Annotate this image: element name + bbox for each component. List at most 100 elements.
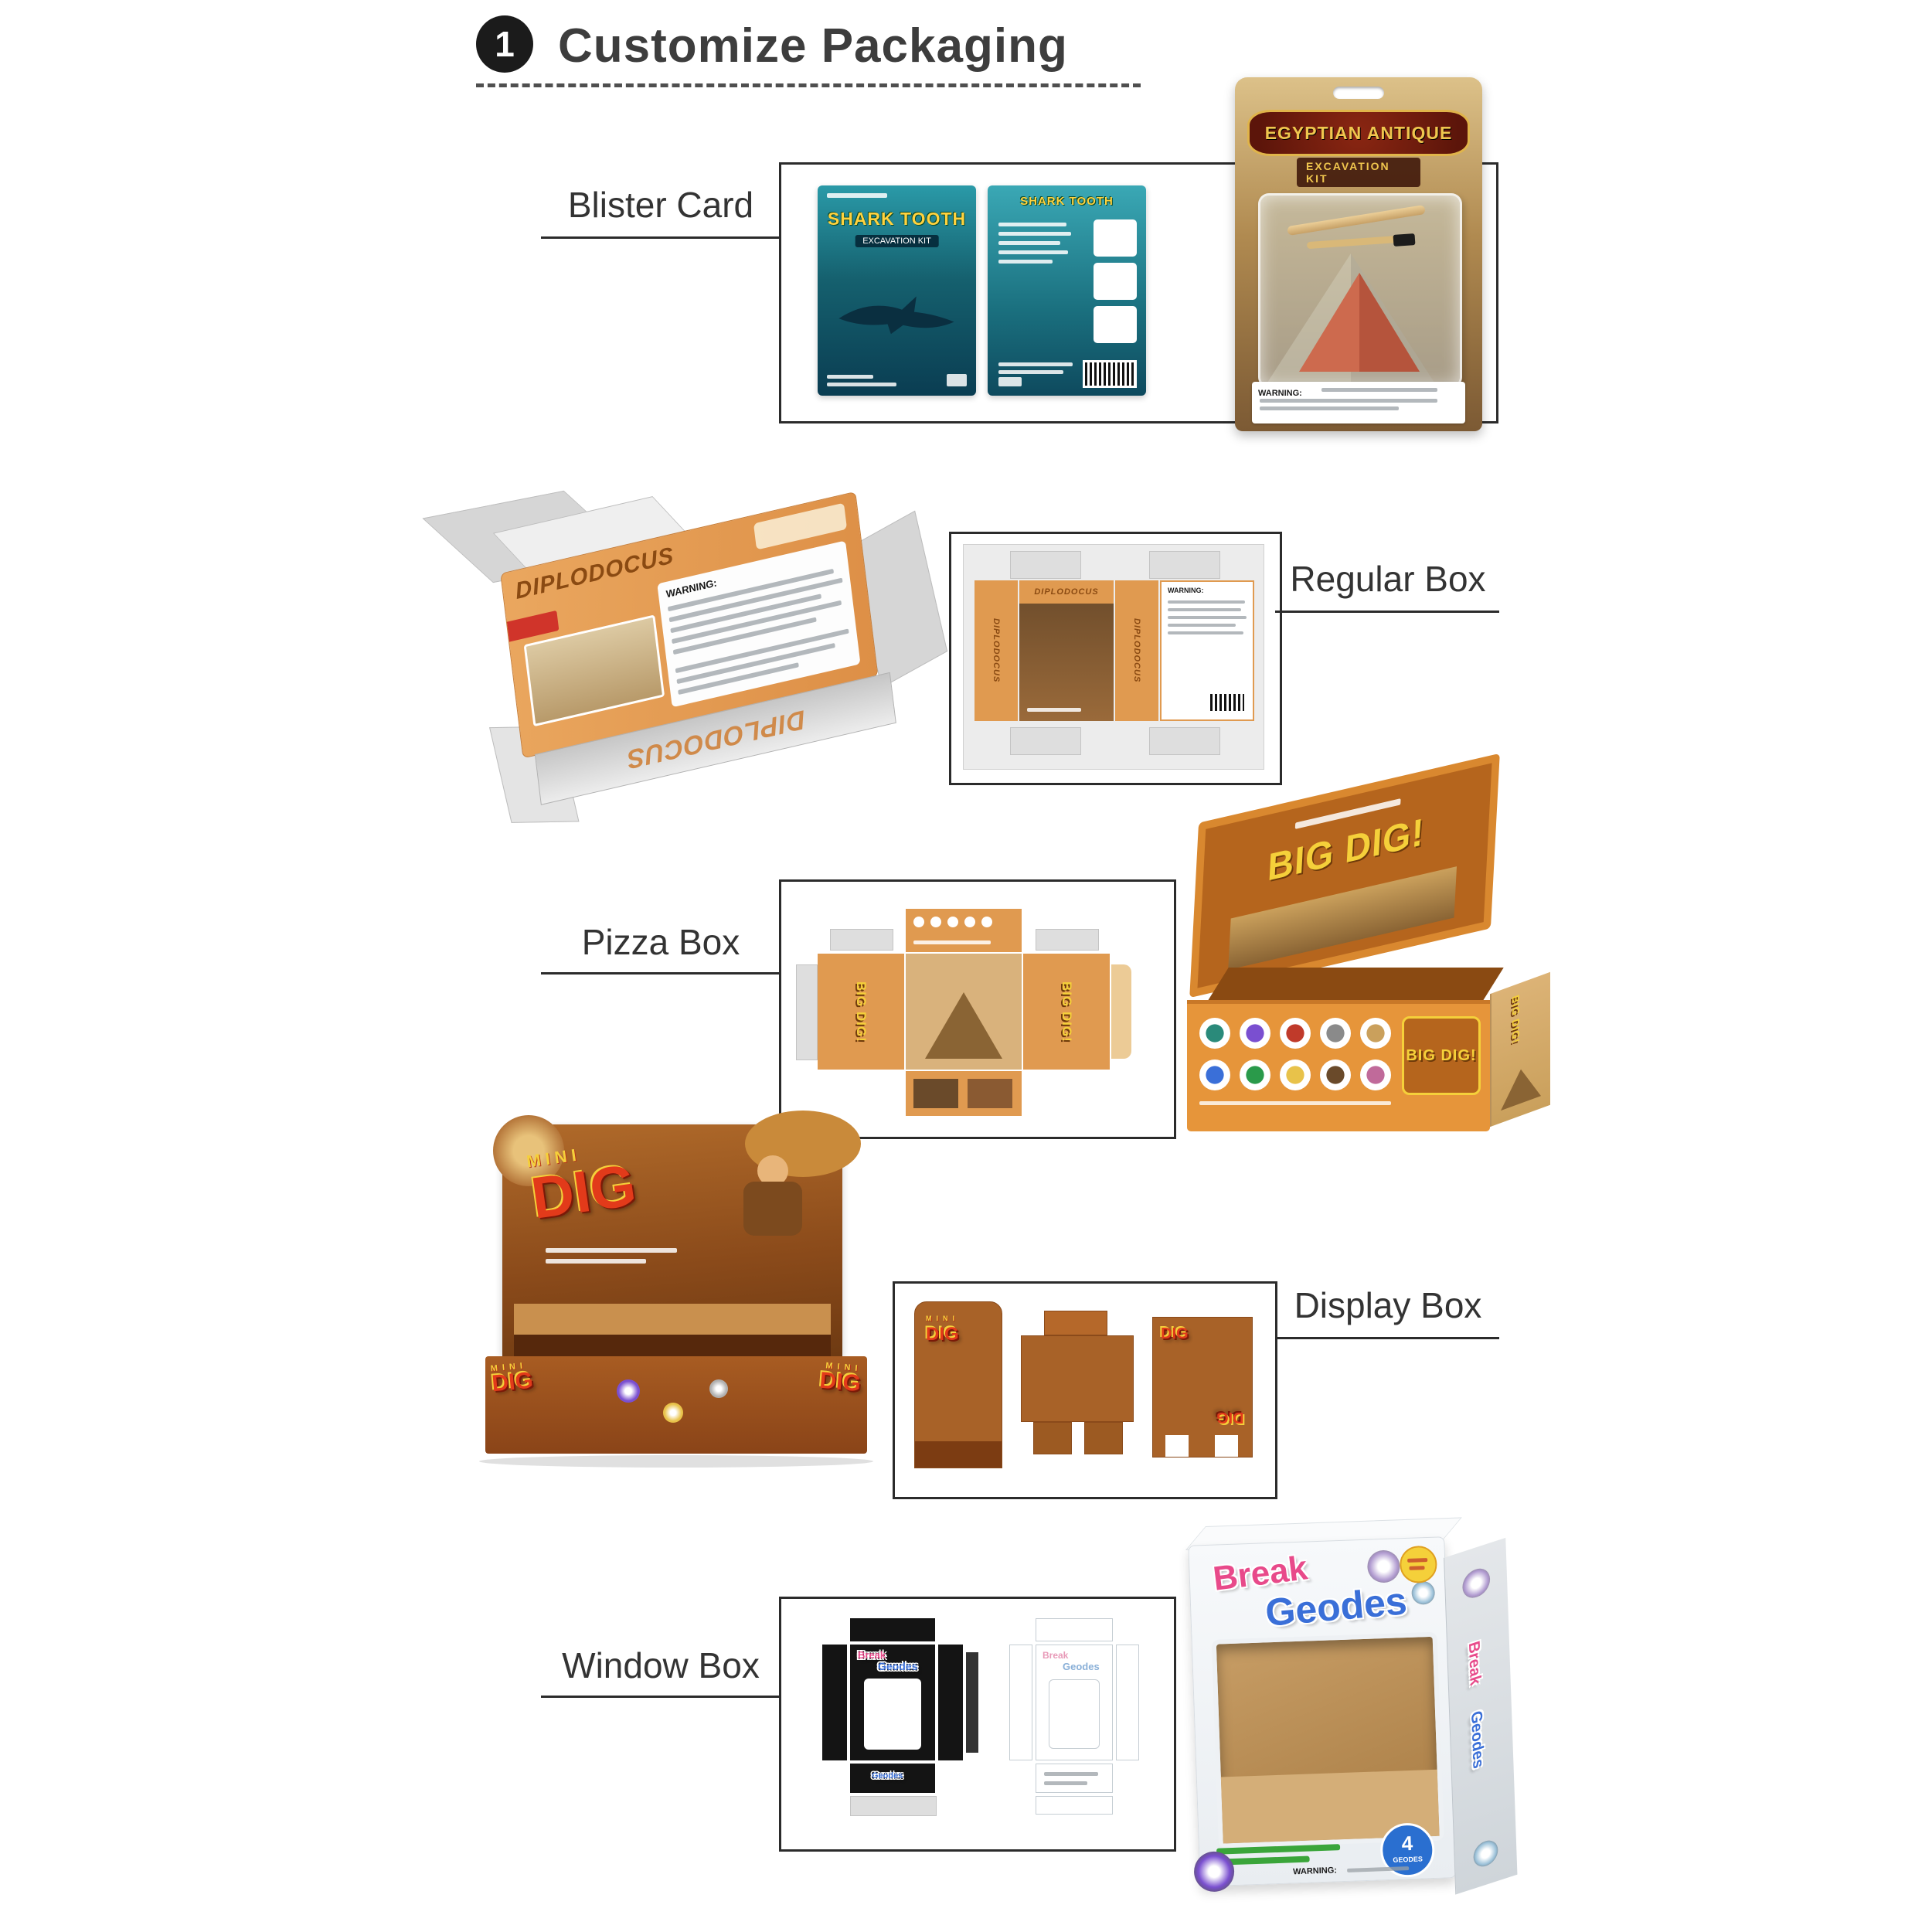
text-line-placeholder	[998, 223, 1066, 226]
text-line-placeholder	[1044, 1772, 1098, 1776]
shark-card-back-title: SHARK TOOTH	[1020, 195, 1114, 208]
dieline-bottom-panel	[1036, 1764, 1113, 1793]
dieline-flap	[1149, 551, 1220, 579]
dieline-side-panel	[822, 1645, 847, 1760]
window-box-front-face: Break Geodes 4 GEODES WARNING:	[1188, 1536, 1457, 1893]
mini-dig-logo-right: MINI DIG	[818, 1361, 862, 1396]
geode-count-label: GEODES	[1393, 1855, 1423, 1864]
window-cutout	[864, 1679, 921, 1750]
mini-dig-logo-main: DIG	[491, 1367, 535, 1397]
brush-tip	[1393, 233, 1416, 247]
digging-tool	[1287, 204, 1426, 236]
shadow	[479, 1455, 873, 1468]
dieline-side-panel: DIPLODOCUS	[975, 580, 1018, 721]
warning-label: WARNING:	[1168, 587, 1204, 594]
dieline-lid-panel: BIG DIG!	[818, 954, 904, 1070]
ce-mark-placeholder	[998, 377, 1022, 386]
dieline-side-panel: DIPLODOCUS	[1115, 580, 1158, 721]
dieline-front-panel: Break Geodes	[850, 1645, 935, 1760]
dieline-top-panel	[906, 909, 1022, 952]
text-line-placeholder	[1168, 624, 1236, 627]
character-head-art	[757, 1155, 788, 1186]
geodes-logo: Geodes	[878, 1660, 918, 1672]
specimen-icon	[1199, 1060, 1230, 1090]
brush-handle	[1306, 235, 1400, 250]
gem-art	[617, 1379, 640, 1403]
dieline-center-panel	[906, 954, 1022, 1070]
pizza-box-leader-line	[541, 972, 781, 975]
section-label-pizza-box: Pizza Box	[581, 922, 740, 962]
diplodocus-logo-small: DIPLODOCUS	[1034, 587, 1099, 597]
geodes-logo-light: Geodes	[1063, 1661, 1100, 1672]
geode-count: 4	[1401, 1831, 1413, 1855]
instruction-step-image	[1094, 306, 1137, 343]
specimen-dot	[913, 917, 924, 927]
regular-box-leader-line	[1275, 611, 1499, 613]
break-logo-vertical: Break	[1465, 1639, 1484, 1688]
dieline-back-panel: WARNING:	[1160, 580, 1254, 721]
big-dig-logo-vertical: BIG DIG!	[1510, 993, 1522, 1046]
character-body-art	[743, 1182, 802, 1236]
gem-art	[709, 1379, 728, 1398]
break-logo: Break	[858, 1649, 886, 1661]
dieline-bottom-panel: Geodes	[850, 1764, 935, 1793]
mini-dig-logo-top: MINI	[926, 1315, 959, 1322]
photo-placeholder	[968, 1079, 1012, 1108]
clear-blister-bubble	[1258, 193, 1462, 388]
text-line-placeholder	[998, 232, 1071, 236]
dieline-front-panel: DIPLODOCUS	[1019, 580, 1114, 721]
dieline-front-panel: Break Geodes	[1036, 1645, 1113, 1760]
specimen-icon	[1280, 1060, 1311, 1090]
shark-card-subtitle: EXCAVATION KIT	[855, 235, 939, 247]
text-line-placeholder	[913, 940, 991, 944]
ammonite-art	[493, 1115, 564, 1186]
photo-placeholder	[913, 1079, 958, 1108]
text-line-placeholder	[998, 241, 1060, 245]
tray-inner-back	[514, 1304, 831, 1336]
warning-label: WARNING:	[1258, 389, 1302, 398]
warning-label: WARNING:	[1292, 1866, 1338, 1877]
diplodocus-logo-vertical: DIPLODOCUS	[992, 618, 1001, 683]
dieline-flap	[1036, 929, 1099, 951]
text-line-placeholder	[1044, 1781, 1087, 1785]
gem-art	[663, 1403, 683, 1423]
dieline-leg	[1033, 1422, 1072, 1454]
info-panel: WARNING:	[657, 540, 861, 708]
window-box-frame	[779, 1597, 1176, 1852]
specimen-icon	[1240, 1060, 1270, 1090]
text-line-placeholder	[1168, 600, 1245, 604]
series-text-placeholder	[827, 193, 887, 198]
shark-card-title: SHARK TOOTH	[827, 209, 967, 229]
dieline-flap	[1010, 551, 1081, 579]
dieline-side-panel	[1116, 1645, 1139, 1760]
barcode	[1208, 692, 1247, 713]
mini-dig-logo-main: DIG	[818, 1367, 862, 1397]
warning-text-placeholder	[1260, 399, 1437, 403]
warning-text-placeholder	[827, 375, 873, 379]
dieline-flap	[796, 964, 818, 1060]
blister-warning-box: WARNING:	[1252, 382, 1465, 423]
age-text-placeholder	[1407, 1558, 1428, 1563]
break-logo-light: Break	[1043, 1650, 1069, 1661]
big-dig-logo-small: BIG DIG!	[1406, 1046, 1477, 1064]
ce-mark-placeholder	[947, 374, 967, 386]
pizza-box-dieline: BIG DIG! BIG DIG!	[779, 879, 1172, 1134]
mini-dig-logo-main: DIG	[1161, 1325, 1189, 1342]
text-line-placeholder	[998, 362, 1073, 366]
pizza-box-frame	[779, 879, 1176, 1139]
text-line-placeholder	[1199, 1101, 1391, 1105]
tagline-placeholder	[546, 1259, 646, 1264]
dieline-flap	[830, 929, 893, 951]
window-box-side-face: Break Geodes	[1444, 1537, 1518, 1895]
specimen-icon	[1199, 1018, 1230, 1049]
geode-photo-art	[1461, 1564, 1491, 1602]
dieline-flap	[1036, 1618, 1113, 1641]
shark-tooth-card-back: SHARK TOOTH	[988, 185, 1146, 396]
text-line-placeholder	[1168, 631, 1243, 634]
big-dig-logo-badge: BIG DIG!	[1402, 1016, 1481, 1095]
specimen-icon	[1240, 1018, 1270, 1049]
display-box-leader-line	[1275, 1337, 1499, 1339]
blister-card-leader-line	[541, 236, 781, 239]
blister-card-frame	[779, 162, 1498, 423]
